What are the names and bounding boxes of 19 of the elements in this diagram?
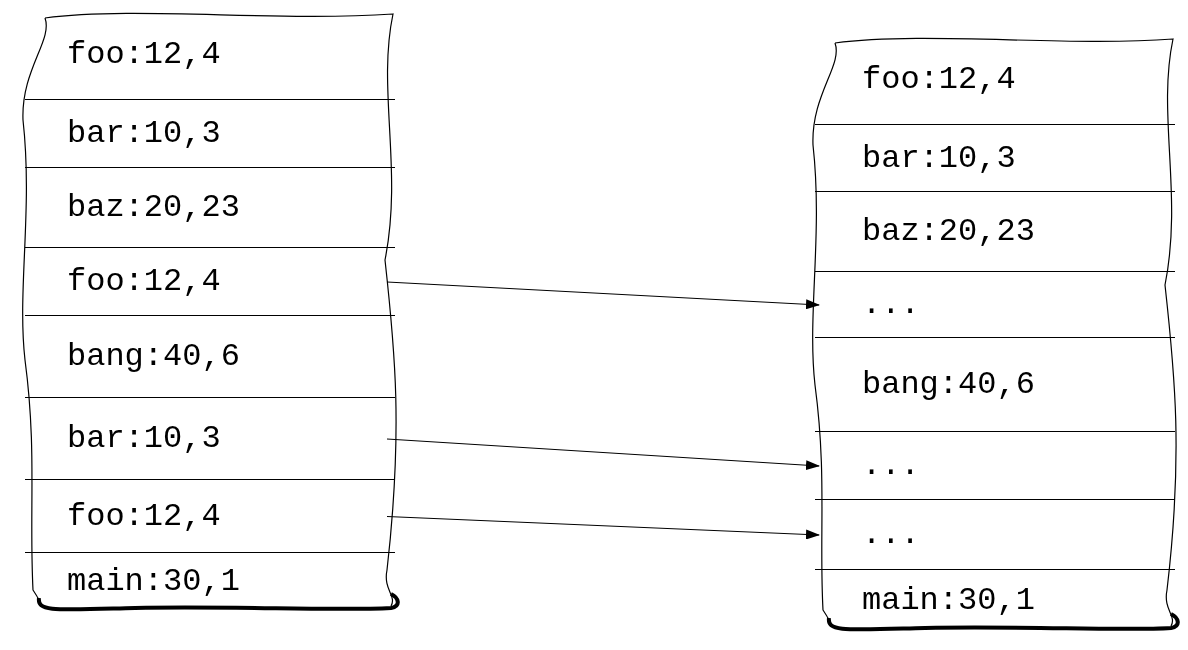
frame-label: bang:40,6 — [67, 338, 240, 375]
frame-label: main:30,1 — [862, 581, 1035, 619]
frame-label: foo:12,4 — [862, 61, 1016, 98]
frame-label: bar:10,3 — [862, 139, 1016, 177]
frame-label: bar:10,3 — [67, 115, 221, 152]
frame-label: ... — [862, 516, 920, 553]
frame-label: ... — [862, 447, 920, 484]
frame-label: bang:40,6 — [862, 366, 1035, 403]
arrow — [386, 281, 820, 310]
frame-label: baz:20,23 — [67, 189, 240, 226]
frame-label: foo:12,4 — [67, 497, 221, 535]
frame-label: foo:12,4 — [67, 263, 221, 300]
frame-label: main:30,1 — [67, 563, 240, 600]
frame-label: baz:20,23 — [862, 213, 1035, 250]
frame-label: foo:12,4 — [67, 36, 221, 73]
frame-label: bar:10,3 — [67, 420, 221, 457]
arrow — [386, 516, 820, 540]
arrow — [386, 438, 820, 471]
frame-label: ... — [862, 286, 920, 323]
